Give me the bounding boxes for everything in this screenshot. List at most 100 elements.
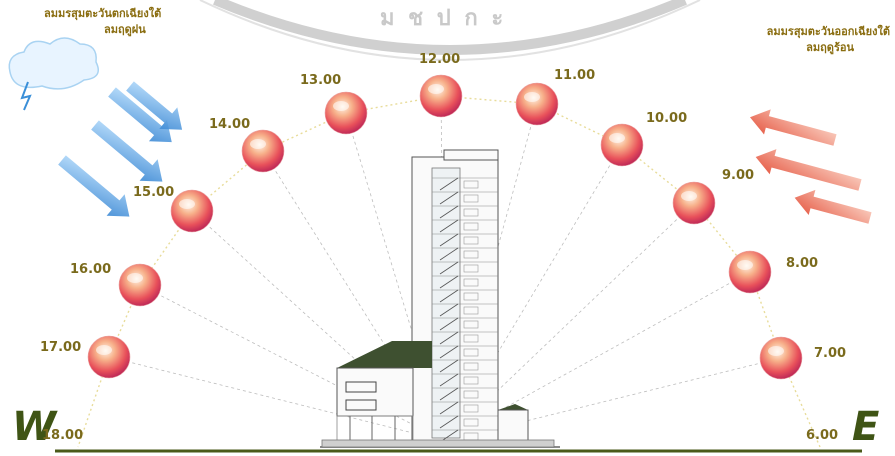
stair-flight xyxy=(439,233,459,247)
annex-roof xyxy=(498,404,528,410)
sun-highlight xyxy=(737,260,753,270)
tower-window xyxy=(463,264,479,273)
sun-icon-14.00 xyxy=(241,129,285,173)
stair-flight xyxy=(439,219,459,233)
annex xyxy=(497,409,529,445)
sun-icon-13.00 xyxy=(324,91,368,135)
tower-window xyxy=(463,292,479,301)
hot-wind-arrow-icon xyxy=(794,189,872,224)
west-wind-line2: ลมฤดูฝน xyxy=(104,23,146,36)
tower-window xyxy=(463,334,479,343)
stair-flight xyxy=(439,191,459,205)
sun-positions xyxy=(87,74,803,380)
sun-icon-17.00 xyxy=(87,335,131,379)
sun-icon-12.00 xyxy=(419,74,463,118)
rain-wind-arrow-icon xyxy=(58,155,130,217)
sun-highlight xyxy=(768,346,784,356)
sun-icon-15.00 xyxy=(170,189,214,233)
sun-highlight xyxy=(524,92,540,102)
wing-window xyxy=(345,381,377,393)
lightning-icon xyxy=(20,81,32,111)
tower-window xyxy=(463,362,479,371)
stair-flight xyxy=(439,345,459,359)
tower-floors xyxy=(432,177,498,443)
tower-window xyxy=(463,404,479,413)
stair-flight xyxy=(439,177,459,191)
rain-cloud-icon xyxy=(8,37,99,90)
west-wind-label: ลมมรสุมตะวันตกเฉียงใต้ ลมฤดูฝน xyxy=(44,6,234,38)
sun-icon-9.00 xyxy=(672,181,716,225)
time-label-16: 16.00 xyxy=(70,262,112,277)
stair-flight xyxy=(439,261,459,275)
sun-highlight xyxy=(179,199,195,209)
tower-window xyxy=(463,390,479,399)
time-label-18: 18.00 xyxy=(42,428,84,443)
base-platform xyxy=(321,439,555,448)
stair-flight xyxy=(439,205,459,219)
building xyxy=(321,149,555,448)
tower-window xyxy=(463,418,479,427)
stair-flight xyxy=(439,289,459,303)
tower-window xyxy=(463,222,479,231)
rain-wind-arrow-icon xyxy=(108,87,172,143)
sun-icon-10.00 xyxy=(600,123,644,167)
time-label-9: 9.00 xyxy=(722,168,755,183)
east-wind-label: ลมมรสุมตะวันออกเฉียงใต้ ลมฤดูร้อน xyxy=(700,24,890,56)
stair-flight xyxy=(439,303,459,317)
rain-wind-arrows xyxy=(58,81,183,217)
stair-flight xyxy=(439,373,459,387)
sun-highlight xyxy=(250,139,266,149)
time-label-12: 12.00 xyxy=(419,52,461,67)
tower-core xyxy=(431,167,461,439)
time-label-13: 13.00 xyxy=(300,73,342,88)
tower-window xyxy=(463,306,479,315)
sun-icon-16.00 xyxy=(118,263,162,307)
sun-highlight xyxy=(428,84,444,94)
watermark-text: ม ช ป ก ะ xyxy=(380,6,507,31)
stair-flight xyxy=(439,331,459,345)
stair-flight xyxy=(439,359,459,373)
tower-window xyxy=(463,208,479,217)
rain-wind-group xyxy=(8,37,183,217)
sun-highlight xyxy=(681,191,697,201)
sun-icon-8.00 xyxy=(728,250,772,294)
tower-window xyxy=(463,194,479,203)
time-label-10: 10.00 xyxy=(646,111,688,126)
tower-window xyxy=(463,278,479,287)
tower-window xyxy=(463,250,479,259)
hot-wind-arrow-icon xyxy=(749,109,837,146)
stair-flight xyxy=(439,415,459,429)
time-label-14: 14.00 xyxy=(209,117,251,132)
hot-wind-arrows xyxy=(749,109,872,224)
sun-highlight xyxy=(333,101,349,111)
sun-highlight xyxy=(127,273,143,283)
east-direction: E xyxy=(852,404,880,450)
tower-top xyxy=(443,149,499,161)
stair-flight xyxy=(439,275,459,289)
west-direction: W xyxy=(12,404,57,450)
stair-flight xyxy=(439,317,459,331)
sun-icon-11.00 xyxy=(515,82,559,126)
time-label-7: 7.00 xyxy=(814,346,847,361)
tower-window xyxy=(463,236,479,245)
tower-window xyxy=(463,348,479,357)
rain-wind-arrow-icon xyxy=(91,120,163,182)
stair-flight xyxy=(439,387,459,401)
tower-window xyxy=(463,180,479,189)
time-label-6: 6.00 xyxy=(806,428,839,443)
hot-wind-arrow-icon xyxy=(755,149,862,191)
time-label-8: 8.00 xyxy=(786,256,819,271)
tower-window xyxy=(463,320,479,329)
sun-highlight xyxy=(96,345,112,355)
sun-highlight xyxy=(609,133,625,143)
east-wind-line1: ลมมรสุมตะวันออกเฉียงใต้ xyxy=(766,25,890,38)
east-wind-line2: ลมฤดูร้อน xyxy=(806,41,854,54)
rain-wind-arrow-icon xyxy=(126,81,183,130)
stair-flight xyxy=(439,401,459,415)
time-label-15: 15.00 xyxy=(133,185,175,200)
stair-flight xyxy=(439,247,459,261)
time-label-17: 17.00 xyxy=(40,340,82,355)
